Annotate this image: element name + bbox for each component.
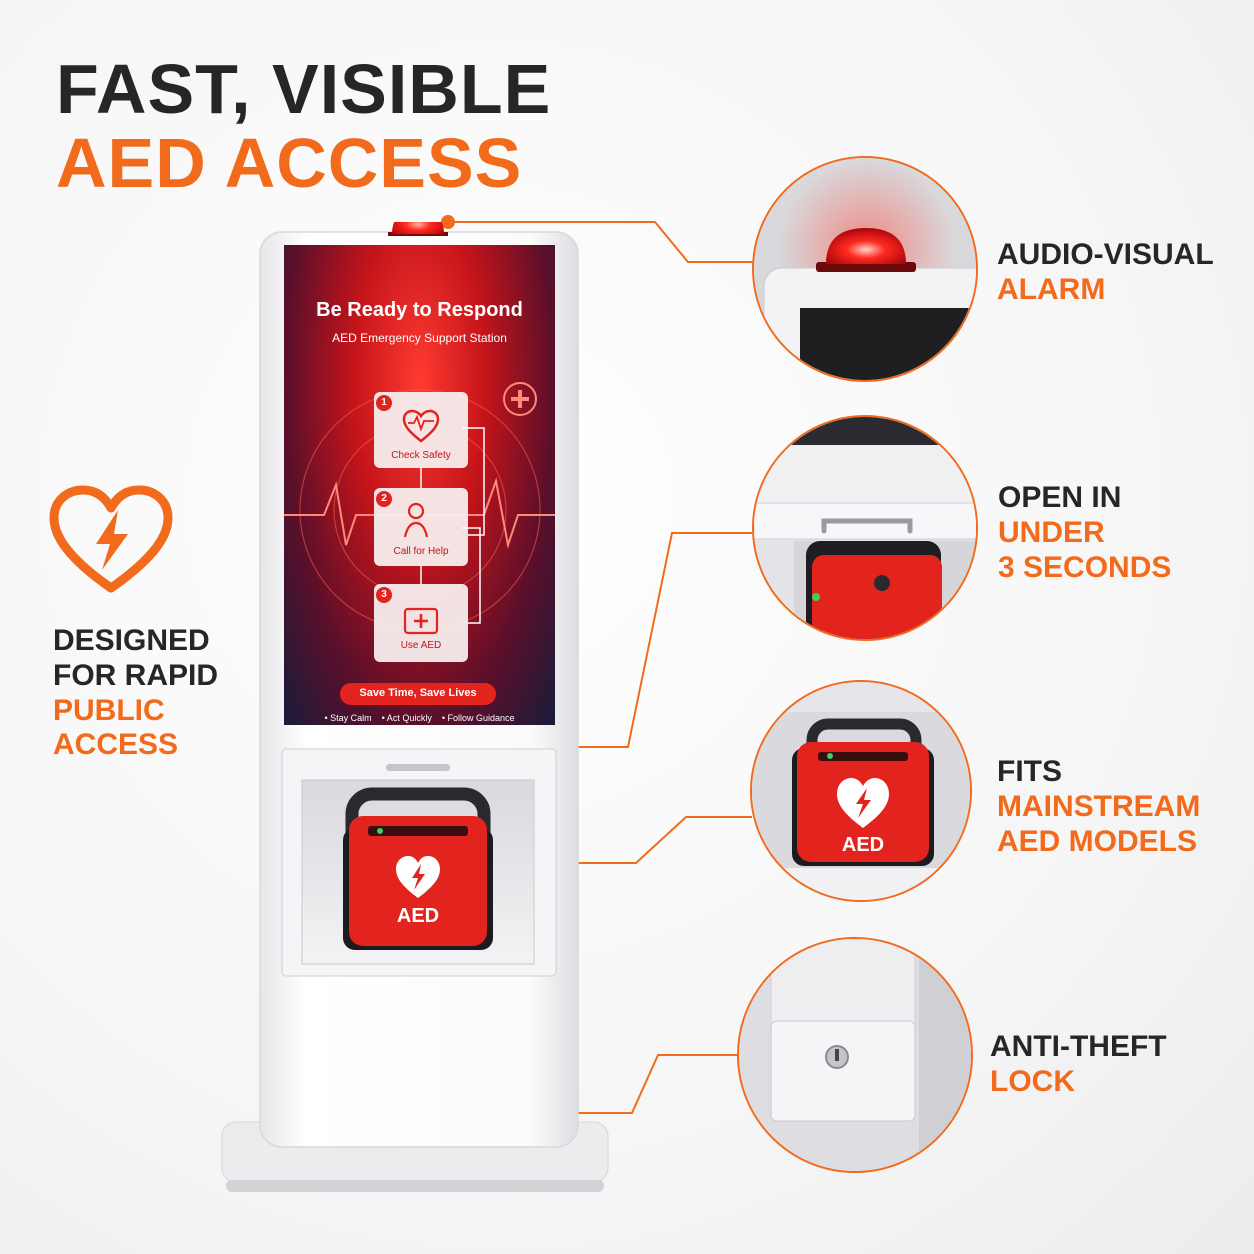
screen-title: Be Ready to Respond xyxy=(316,299,523,321)
step-3-number: 3 xyxy=(376,587,392,603)
feature-open: OPEN IN UNDER 3 SECONDS xyxy=(998,481,1171,585)
feature-alarm-line1: AUDIO-VISUAL xyxy=(997,238,1214,271)
detail-aed-label: AED xyxy=(841,834,885,856)
aed-kiosk: Be Ready to Respond AED Emergency Suppor… xyxy=(220,210,620,1227)
aed-detail xyxy=(752,682,970,900)
tip-follow-guidance: • Follow Guidance xyxy=(441,713,515,723)
feature-fits-line1: FITS xyxy=(997,755,1062,788)
door-detail-circle xyxy=(752,415,978,641)
feature-open-line2: UNDER xyxy=(998,515,1105,549)
left-feature-line4: ACCESS xyxy=(53,728,179,762)
lock-detail-circle xyxy=(737,937,973,1173)
screen-cta: Save Time, Save Lives xyxy=(359,687,477,699)
step-2-number: 2 xyxy=(376,491,392,507)
step-3-label: Use AED xyxy=(400,640,442,651)
step-1-label: Check Safety xyxy=(391,450,451,461)
alarm-detail-circle xyxy=(752,156,978,382)
screen-subtitle: AED Emergency Support Station xyxy=(332,331,507,345)
screen-decoration xyxy=(284,382,555,705)
medical-cross-icon xyxy=(503,382,537,416)
feature-fits: FITS MAINSTREAM AED MODELS xyxy=(997,755,1200,859)
aed-detail-circle: AED xyxy=(750,680,972,902)
feature-lock: ANTI-THEFT LOCK xyxy=(990,1030,1167,1100)
feature-lock-line1: ANTI-THEFT xyxy=(990,1030,1167,1063)
door-detail xyxy=(754,417,976,639)
feature-alarm-line2: ALARM xyxy=(997,272,1106,306)
lock-detail xyxy=(739,939,971,1171)
kiosk-screen: Be Ready to Respond AED Emergency Suppor… xyxy=(284,245,555,725)
step-1-number: 1 xyxy=(376,395,392,411)
feature-open-line3: 3 SECONDS xyxy=(998,550,1172,584)
feature-open-line1: OPEN IN xyxy=(998,481,1122,514)
feature-fits-line2: MAINSTREAM xyxy=(997,789,1201,823)
step-2-label: Call for Help xyxy=(393,546,449,557)
alarm-detail xyxy=(754,158,976,380)
tip-act-quickly: • Act Quickly xyxy=(381,713,432,723)
left-feature-line2: FOR RAPID xyxy=(53,658,218,692)
left-feature-text: DESIGNED FOR RAPID PUBLIC ACCESS xyxy=(53,624,218,763)
feature-alarm: AUDIO-VISUAL ALARM xyxy=(997,238,1214,308)
tip-stay-calm: • Stay Calm xyxy=(324,713,372,723)
left-feature-line3: PUBLIC xyxy=(53,693,165,727)
left-feature-line1: DESIGNED xyxy=(53,624,210,657)
screen-tips: • Stay Calm • Act Quickly • Follow Guida… xyxy=(284,713,555,723)
kiosk-aed-label: AED xyxy=(396,905,440,927)
headline-line1: FAST, VISIBLE xyxy=(56,50,552,128)
heart-bolt-icon xyxy=(49,485,173,593)
headline-line2: AED ACCESS xyxy=(56,124,523,202)
feature-lock-line2: LOCK xyxy=(990,1064,1075,1098)
feature-fits-line3: AED MODELS xyxy=(997,824,1198,858)
